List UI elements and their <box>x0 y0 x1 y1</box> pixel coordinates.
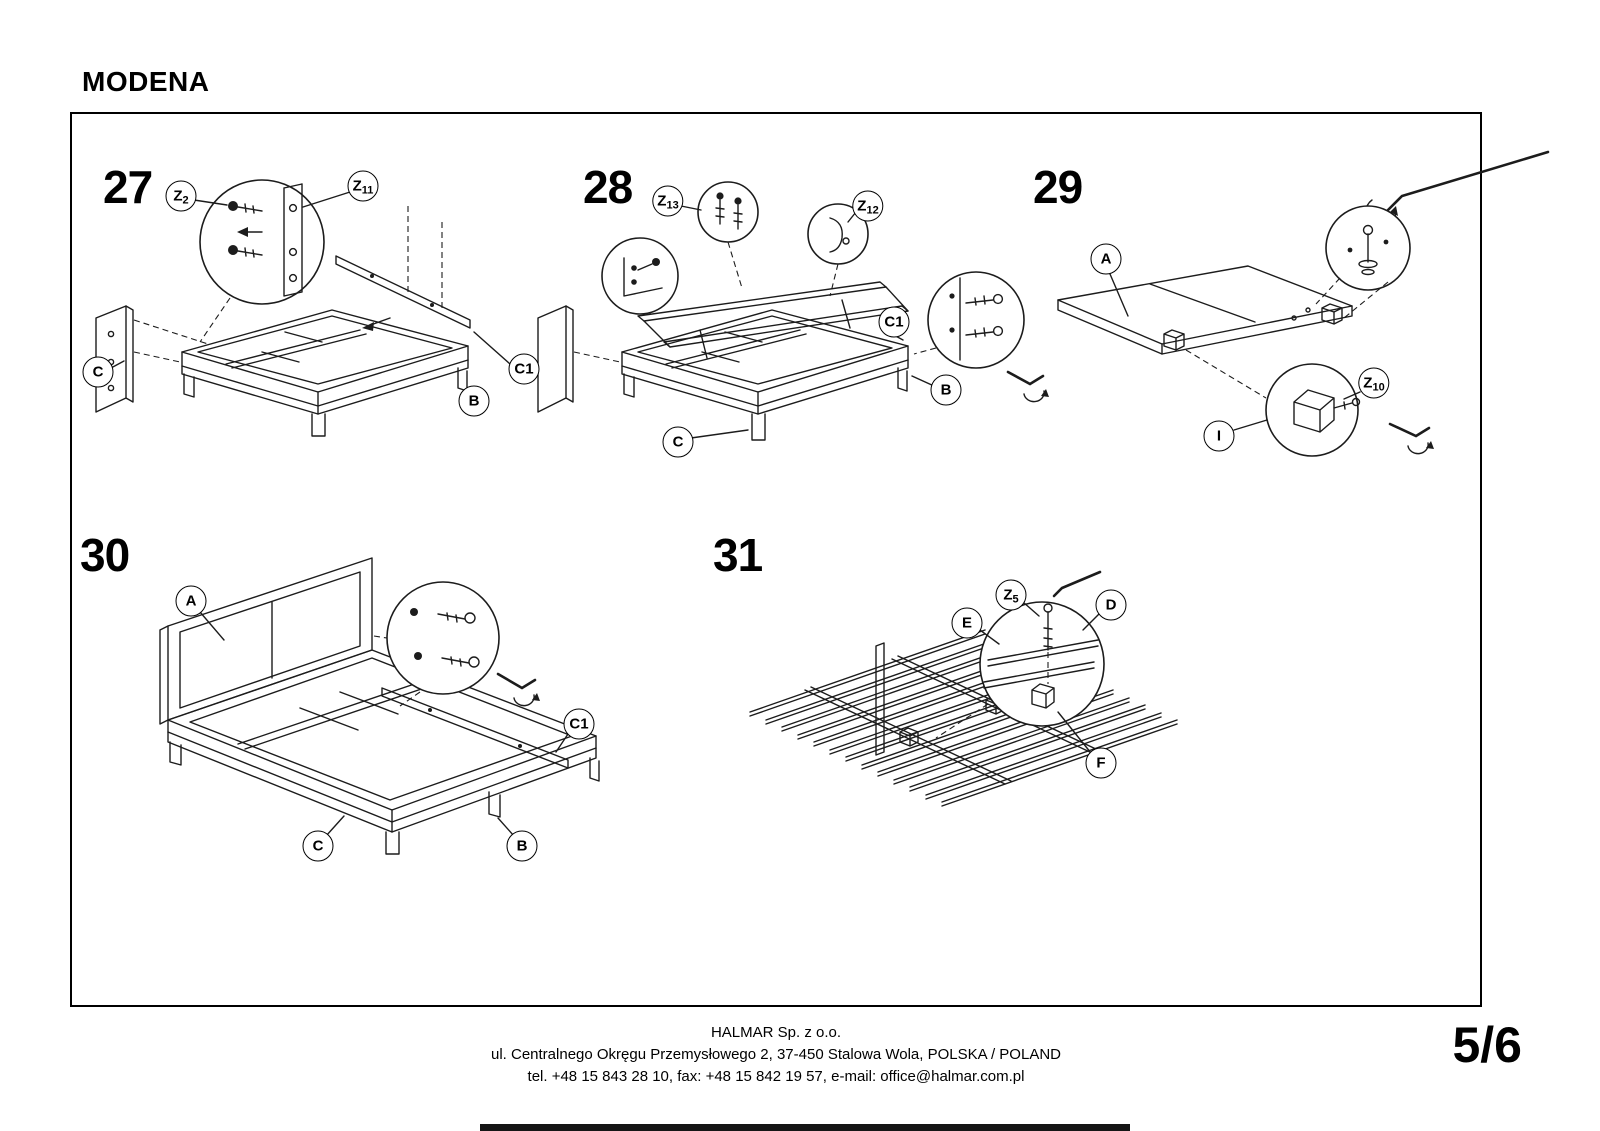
step-29-number: 29 <box>1033 161 1083 213</box>
step-31-number: 31 <box>713 529 763 581</box>
callout-28-c1: C1 <box>878 306 910 338</box>
step-28-art <box>537 181 1049 441</box>
bottom-bar <box>480 1124 1130 1131</box>
step-27-art <box>95 179 511 437</box>
callout-31-e: E <box>951 607 983 639</box>
step-29-art <box>1057 150 1550 457</box>
footer-address: ul. Centralnego Okręgu Przemysłowego 2, … <box>490 1046 1061 1063</box>
callout-27-c: C <box>82 356 114 388</box>
step-27-number: 27 <box>103 161 153 213</box>
step-30-art <box>159 557 600 855</box>
footer-company: HALMAR Sp. z o.o. <box>710 1024 842 1041</box>
callout-27-b: B <box>458 385 490 417</box>
callout-29-i: I <box>1203 420 1235 452</box>
callout-30-c: C <box>302 830 334 862</box>
callout-30-c1: C1 <box>563 708 595 740</box>
callout-30-a: A <box>175 585 207 617</box>
callout-31-d: D <box>1095 589 1127 621</box>
footer-contact: tel. +48 15 843 28 10, fax: +48 15 842 1… <box>527 1068 1025 1085</box>
callout-30-b: B <box>506 830 538 862</box>
callout-29-a: A <box>1090 243 1122 275</box>
page-title: MODENA <box>82 66 210 97</box>
callout-31-f: F <box>1085 747 1117 779</box>
footer: HALMAR Sp. z o.o. ul. Centralnego Okręgu… <box>70 1022 1482 1088</box>
page-number: 5/6 <box>1452 1017 1522 1073</box>
callout-28-c: C <box>662 426 694 458</box>
callout-27-c1: C1 <box>508 353 540 385</box>
step-30-number: 30 <box>80 529 130 581</box>
callout-28-b: B <box>930 374 962 406</box>
step-28-number: 28 <box>583 161 633 213</box>
step-31-art <box>749 570 1178 807</box>
